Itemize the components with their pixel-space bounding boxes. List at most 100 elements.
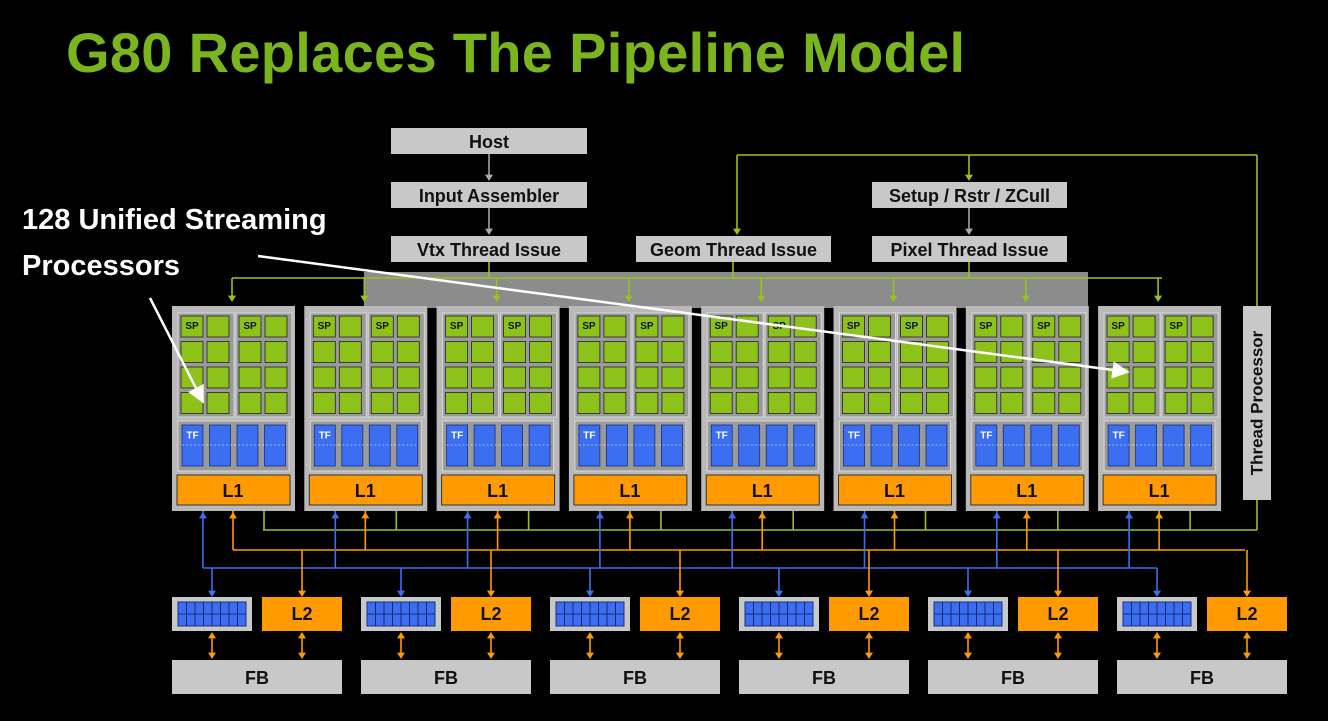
texture-unit — [341, 424, 364, 467]
arrowhead — [1243, 590, 1251, 597]
sp-core — [1058, 392, 1082, 414]
texture-unit — [843, 424, 865, 467]
callout-arrow-right — [257, 254, 1130, 379]
l2-cache — [640, 597, 720, 631]
l1-cache — [573, 474, 688, 506]
pixel-thread-issue-box — [872, 236, 1067, 262]
sp-core — [577, 341, 601, 363]
thread-processor-box — [1243, 306, 1271, 500]
sp-core — [312, 392, 336, 414]
sp-core — [635, 366, 659, 389]
l1-label: L1 — [222, 481, 243, 501]
arrowhead — [775, 632, 783, 639]
sp-core — [238, 392, 262, 414]
sp-core — [503, 366, 527, 389]
l2-label: L2 — [291, 604, 312, 624]
sp-core — [661, 392, 685, 414]
tf-label: TF — [980, 431, 992, 442]
l1-cache — [705, 474, 820, 506]
l2-label: L2 — [480, 604, 501, 624]
arrowhead — [865, 590, 873, 597]
arrowhead — [964, 632, 972, 639]
sp-core — [1106, 392, 1130, 414]
arrowhead — [1021, 295, 1030, 302]
l2-cache — [1207, 597, 1287, 631]
arrowhead — [1243, 652, 1251, 659]
sp-core — [529, 392, 552, 414]
sp-core — [767, 341, 791, 363]
sp-core — [206, 315, 230, 338]
tf-label: TF — [186, 431, 198, 442]
frame-buffer — [739, 660, 909, 694]
sp-core — [842, 366, 865, 389]
sp-core — [900, 341, 923, 363]
vtx-thread-issue-box — [391, 236, 587, 262]
frame-buffer — [928, 660, 1098, 694]
host: Host — [391, 128, 587, 154]
sp-core — [926, 366, 949, 389]
l1-cache — [970, 474, 1085, 506]
fb-label: FB — [812, 668, 836, 688]
arrowhead — [733, 228, 741, 235]
sp-core — [445, 392, 469, 414]
sp-core — [709, 392, 733, 414]
texture-unit — [501, 424, 524, 467]
sp-core — [974, 315, 998, 338]
sp-core — [529, 366, 552, 389]
sp-core — [264, 392, 288, 414]
sp-core — [1032, 392, 1056, 414]
vtx-thread-issue: Vtx Thread Issue — [391, 236, 587, 262]
sp-core — [180, 366, 204, 389]
thread-processor: Thread Processor — [1243, 306, 1271, 500]
texture-unit — [1190, 424, 1212, 467]
sp-core — [735, 366, 759, 389]
sp-core — [842, 315, 865, 338]
sp-core — [603, 315, 627, 338]
sp-label: SP — [376, 321, 390, 332]
texture-unit — [710, 424, 733, 467]
sp-core — [529, 341, 552, 363]
l2-cache — [829, 597, 909, 631]
arrowhead — [1022, 512, 1031, 519]
l1-label: L1 — [487, 481, 508, 501]
arrowhead — [1154, 295, 1163, 302]
sp-core — [1132, 392, 1156, 414]
sp-core — [709, 341, 733, 363]
arrowhead — [487, 652, 495, 659]
sp-core — [206, 392, 230, 414]
arrowhead — [992, 512, 1001, 519]
sp-core — [1000, 341, 1024, 363]
sp-core — [635, 315, 659, 338]
texture-unit — [793, 424, 816, 467]
sp-label: SP — [847, 321, 861, 332]
arrowhead — [360, 295, 369, 302]
texture-unit — [661, 424, 683, 467]
sp-core — [1058, 315, 1082, 338]
input-assembler-box — [391, 182, 587, 208]
l1-label: L1 — [884, 481, 905, 501]
sp-core — [206, 366, 230, 389]
arrowhead — [1155, 512, 1164, 519]
setup-rstr-zcull: Setup / Rstr / ZCull — [872, 182, 1067, 208]
sp-core — [793, 315, 817, 338]
sp-core — [603, 366, 627, 389]
sp-core — [868, 315, 891, 338]
sp-core — [312, 315, 336, 338]
arrowhead — [1153, 590, 1161, 597]
sp-core — [264, 366, 288, 389]
arrowhead — [964, 652, 972, 659]
sp-core — [1000, 366, 1024, 389]
arrowhead — [397, 652, 405, 659]
sp-core — [793, 341, 817, 363]
sp-core — [661, 341, 685, 363]
sp-core — [661, 366, 685, 389]
arrowhead — [586, 590, 594, 597]
texture-unit — [313, 424, 336, 467]
sp-core — [709, 366, 733, 389]
